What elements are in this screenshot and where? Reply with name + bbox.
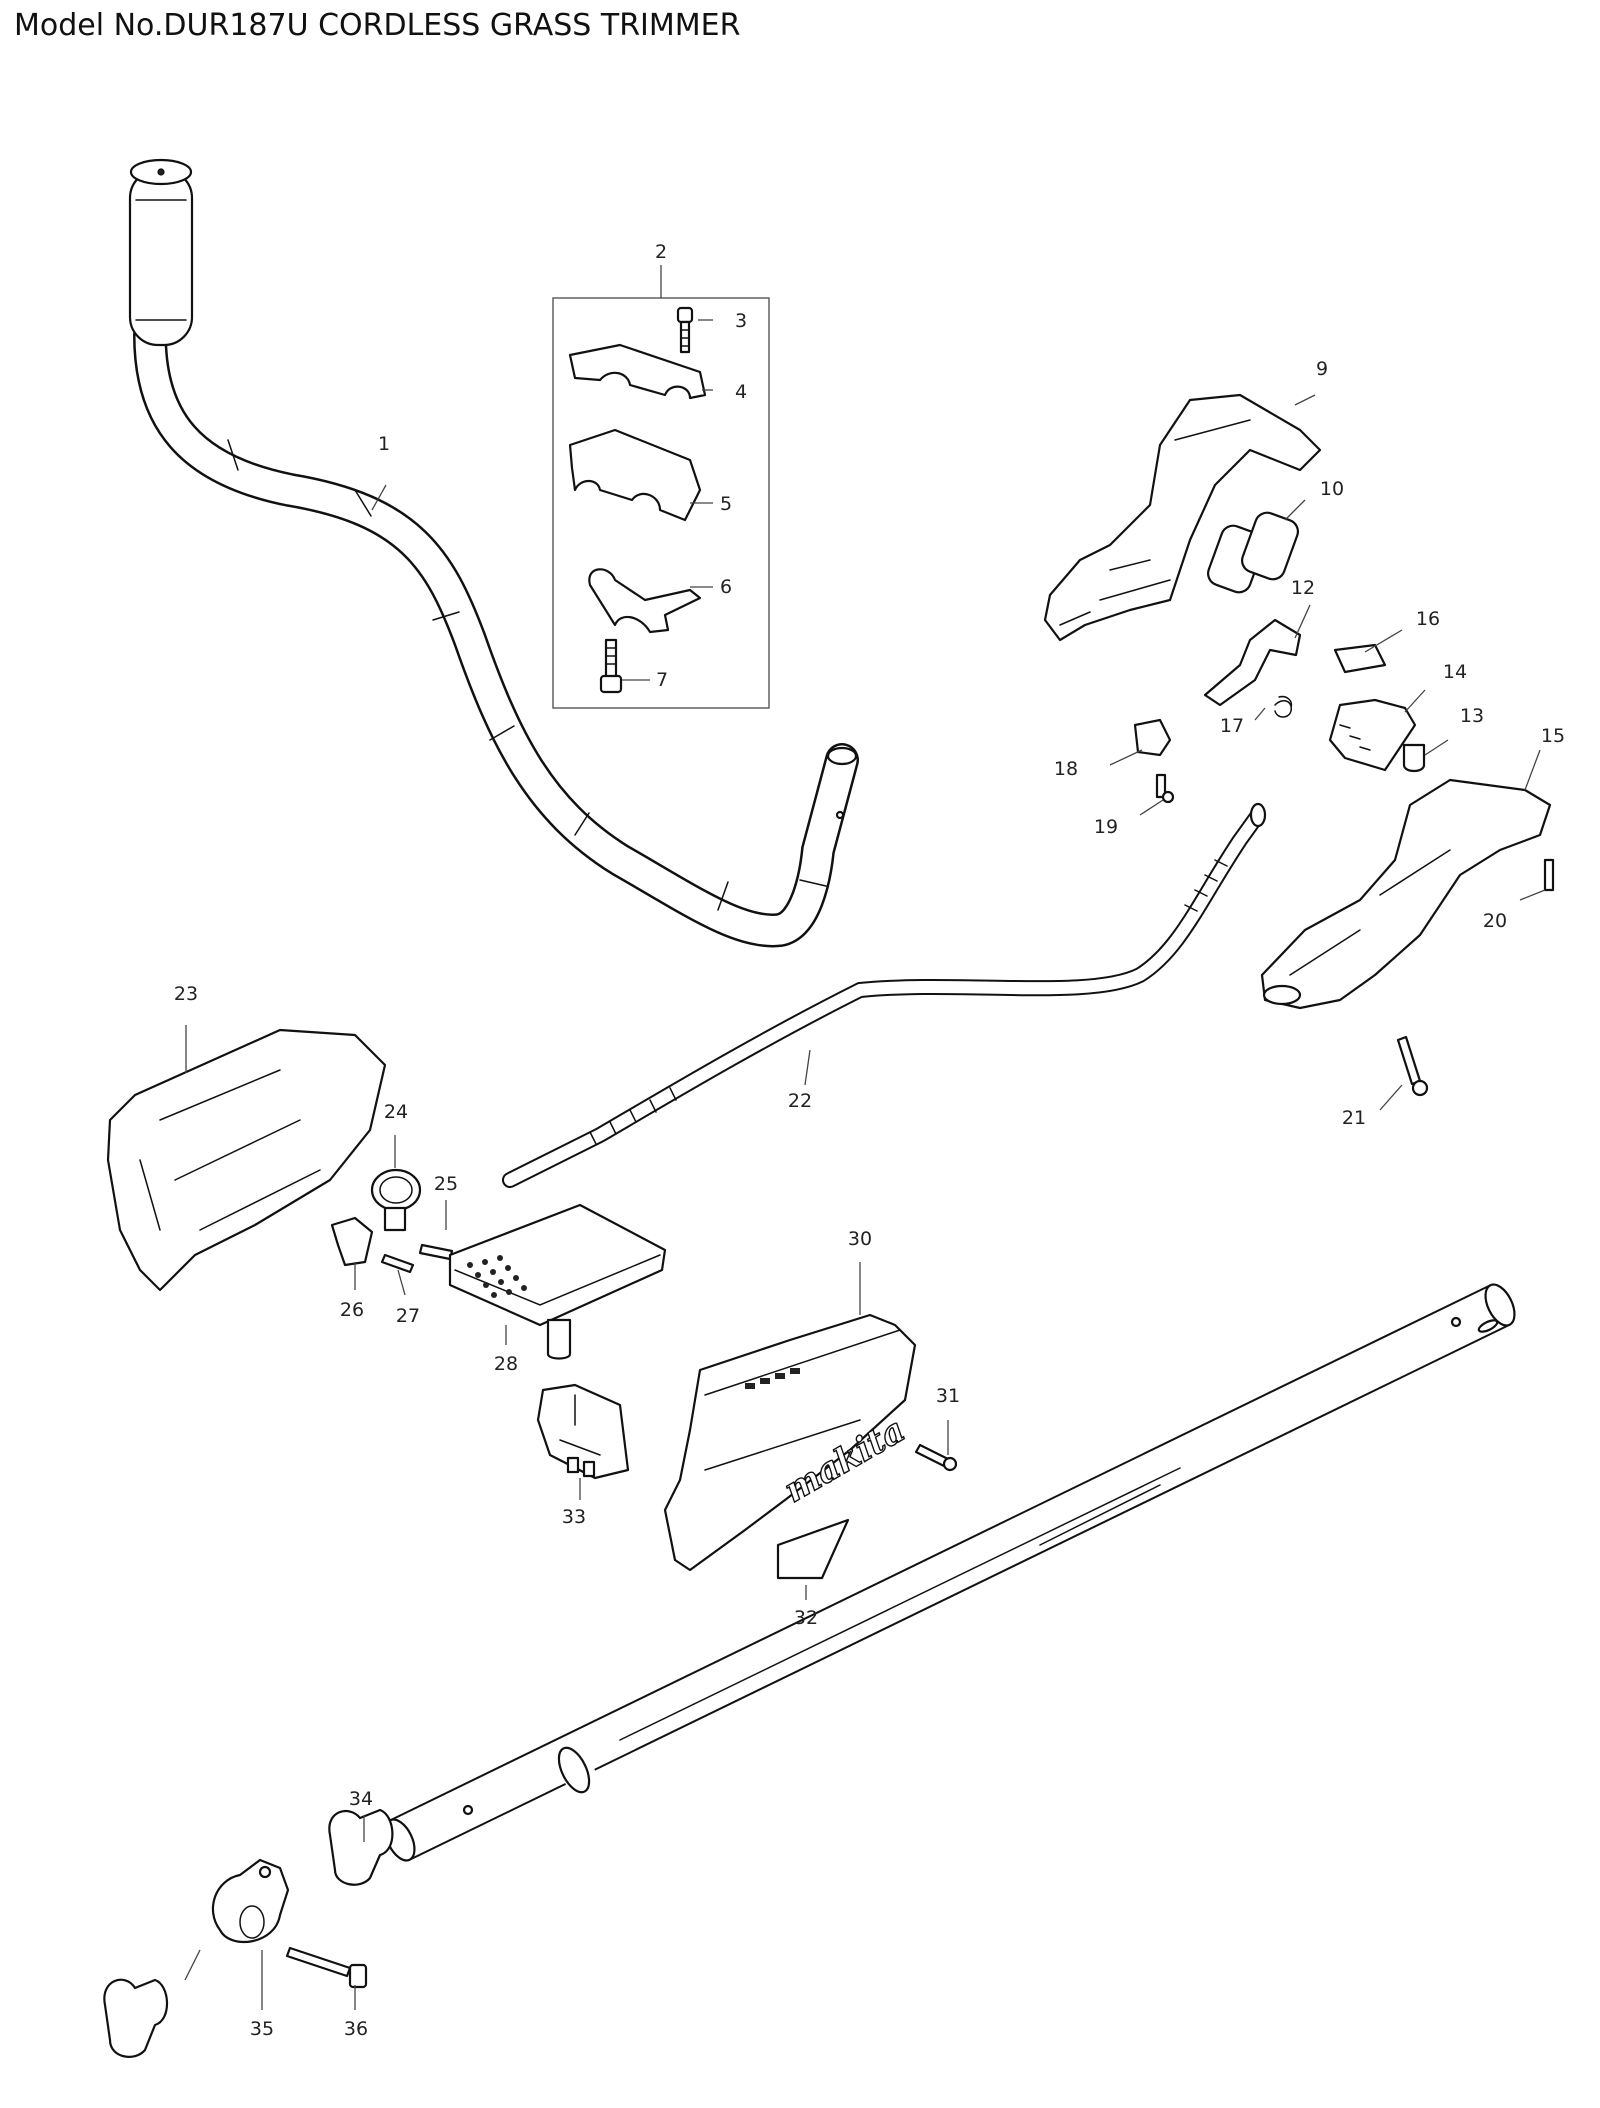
callout-2: 2	[655, 241, 667, 263]
part-6-clamp	[588, 568, 702, 634]
callout-27: 27	[396, 1305, 420, 1327]
callout-32: 32	[794, 1607, 818, 1629]
part-4-clamp	[568, 343, 707, 400]
callout-4: 4	[735, 381, 747, 403]
callout-9: 9	[1316, 358, 1328, 380]
callout-22: 22	[788, 1090, 812, 1112]
part-15-grip	[1260, 778, 1552, 1010]
callout-labels: 1 2 3 4 5 6 7 9 10 12 13 14 15 16 17 18 …	[174, 241, 1565, 2040]
callout-17: 17	[1220, 715, 1244, 737]
part-24-band	[370, 1168, 422, 1232]
pipe	[384, 1283, 1516, 1862]
callout-23: 23	[174, 983, 198, 1005]
callout-14: 14	[1443, 661, 1467, 683]
callout-7: 7	[656, 669, 668, 691]
callout-21: 21	[1342, 1107, 1366, 1129]
callout-10: 10	[1320, 478, 1344, 500]
part-21-screw	[1396, 1035, 1422, 1086]
part-1-loop-handle	[128, 158, 859, 948]
callout-5: 5	[720, 493, 732, 515]
callout-18: 18	[1054, 758, 1078, 780]
part-34-clamp	[328, 1808, 394, 1886]
callout-3: 3	[735, 310, 747, 332]
part-9-handle-housing	[1043, 393, 1322, 642]
callout-19: 19	[1094, 816, 1118, 838]
part-33-terminal	[536, 1383, 630, 1480]
part-17-spring	[1274, 695, 1293, 718]
part-14-switch-block	[1328, 698, 1417, 772]
part-10-seal	[1207, 511, 1299, 594]
part-28-controller	[448, 1203, 667, 1360]
callout-33: 33	[562, 1506, 586, 1528]
part-5-holder	[568, 428, 702, 522]
callout-36: 36	[344, 2018, 368, 2040]
part-25-screw	[418, 1243, 454, 1261]
callout-31: 31	[936, 1385, 960, 1407]
callout-24: 24	[384, 1101, 408, 1123]
callout-6: 6	[720, 576, 732, 598]
part-22-shaft	[502, 802, 1267, 1188]
part-32-label	[776, 1518, 850, 1580]
part-23-motor-housing	[106, 1028, 387, 1292]
part-18-bracket	[1133, 718, 1172, 757]
callout-30: 30	[848, 1228, 872, 1250]
callout-35: 35	[250, 2018, 274, 2040]
callout-13: 13	[1460, 705, 1484, 727]
part-12-lock-lever	[1203, 618, 1302, 707]
part-27-screw	[380, 1253, 415, 1274]
callout-15: 15	[1541, 725, 1565, 747]
callout-16: 16	[1416, 608, 1440, 630]
leader-lines	[184, 319, 1546, 2010]
part-7-bolt	[599, 638, 623, 694]
part-20-screw	[1543, 858, 1555, 892]
callout-12: 12	[1291, 577, 1315, 599]
callout-26: 26	[340, 1299, 364, 1321]
diagram-title: Model No.DUR187U CORDLESS GRASS TRIMMER	[14, 8, 741, 43]
callout-1: 1	[378, 433, 390, 455]
part-16-switch	[1333, 643, 1387, 674]
part-3-screw	[676, 306, 694, 354]
callout-28: 28	[494, 1353, 518, 1375]
callout-20: 20	[1483, 910, 1507, 932]
part-35-band	[211, 1858, 290, 1944]
callout-34: 34	[349, 1788, 373, 1810]
part-26-holder	[330, 1216, 374, 1267]
callout-25: 25	[434, 1173, 458, 1195]
part-36-screw	[285, 1946, 352, 1978]
part-13-cap	[1402, 743, 1426, 773]
bottom-clamp	[103, 1978, 169, 2058]
